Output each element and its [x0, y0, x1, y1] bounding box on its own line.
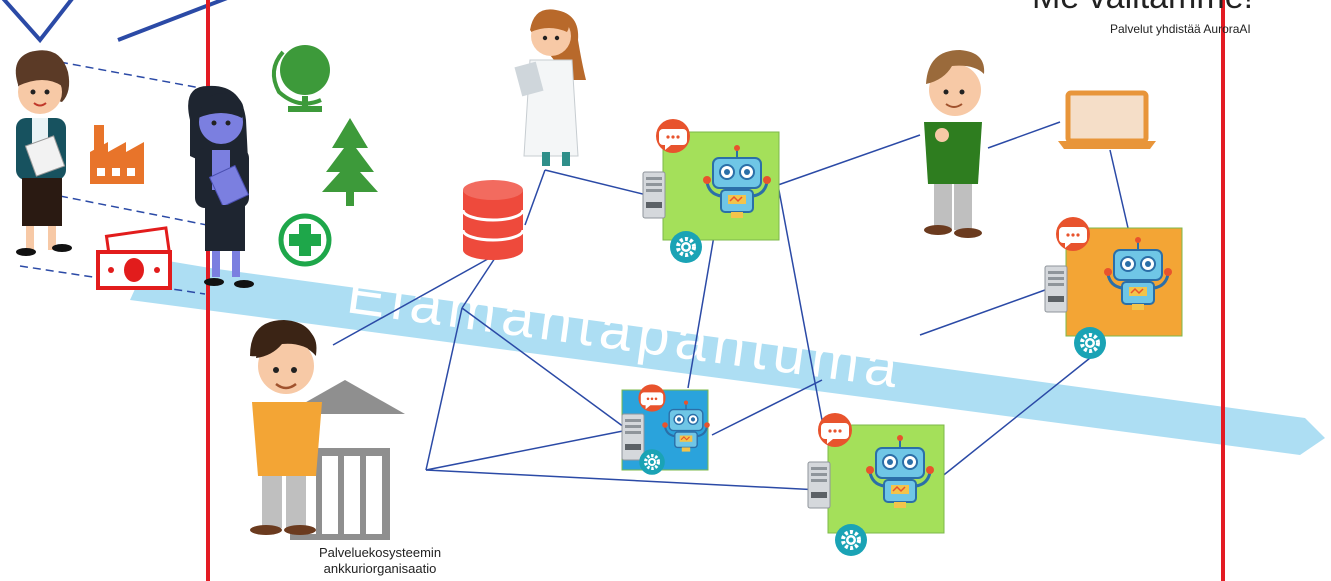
anchor-org-caption: Palveluekosysteemin ankkuriorganisaatio: [280, 545, 480, 577]
anchor-org-line-2: ankkuriorganisaatio: [323, 561, 437, 576]
laptop-icon: [1058, 90, 1156, 149]
factory-icon: [90, 125, 144, 184]
health-cross-icon: [278, 213, 332, 267]
network-links: [332, 121, 1129, 491]
database-icon: [461, 180, 525, 260]
tree-icon: [322, 118, 378, 206]
woman-projection-figure: [188, 85, 254, 288]
funnel-lines: [1, 0, 228, 44]
doctor-figure: [514, 9, 586, 166]
life-event-arrow-label: Elämäntapahtuma: [343, 260, 907, 401]
bot-node-bottom: [807, 413, 945, 558]
bot-node-middle: [621, 384, 711, 477]
bot-node-right: [1044, 217, 1183, 361]
page-title: Me valitamme!: [1032, 0, 1253, 17]
life-event-arrow: [130, 258, 1325, 455]
anchor-org-line-1: Palveluekosysteemin: [318, 545, 442, 560]
anchor-man-figure: [250, 320, 322, 535]
money-icon: [96, 226, 172, 290]
bot-node-top: [642, 119, 780, 265]
globe-icon: [271, 45, 330, 112]
woman-figure: [15, 50, 72, 256]
service-man-figure: [924, 50, 985, 238]
page-subtitle: Palvelut yhdistää AuroraAI: [1110, 22, 1251, 36]
